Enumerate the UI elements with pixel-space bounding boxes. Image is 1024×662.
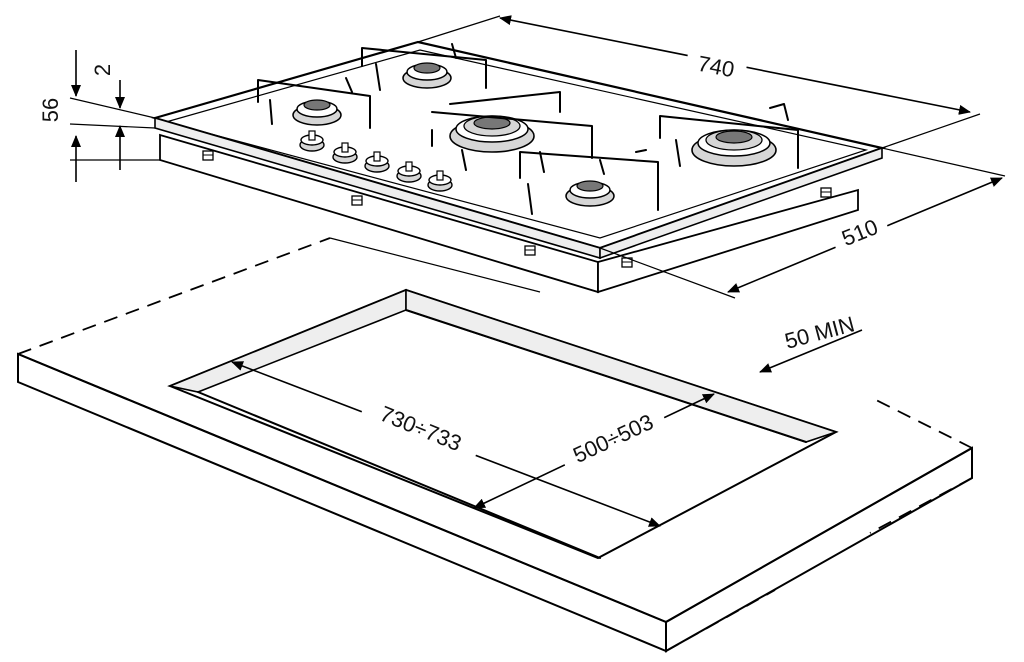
dim-line-clearance: [759, 329, 863, 373]
worktop-dashed-right-top: [871, 397, 973, 449]
fixing-clip: [202, 150, 214, 161]
fixing-clip: [524, 245, 536, 256]
worktop-dashed-bottom: [665, 589, 776, 652]
worktop: [17, 237, 973, 653]
pan-supports: [257, 43, 799, 215]
burner-rapid: [691, 129, 777, 167]
hob: [151, 40, 886, 294]
worktop-dashed-right-bottom: [869, 477, 973, 534]
label-top-thickness: 2: [90, 64, 115, 76]
fixing-clip: [351, 195, 363, 206]
burner-wok: [449, 115, 535, 153]
label-height: 56: [38, 98, 63, 122]
worktop-dashed-left: [17, 237, 331, 355]
fixing-clip: [820, 187, 832, 198]
